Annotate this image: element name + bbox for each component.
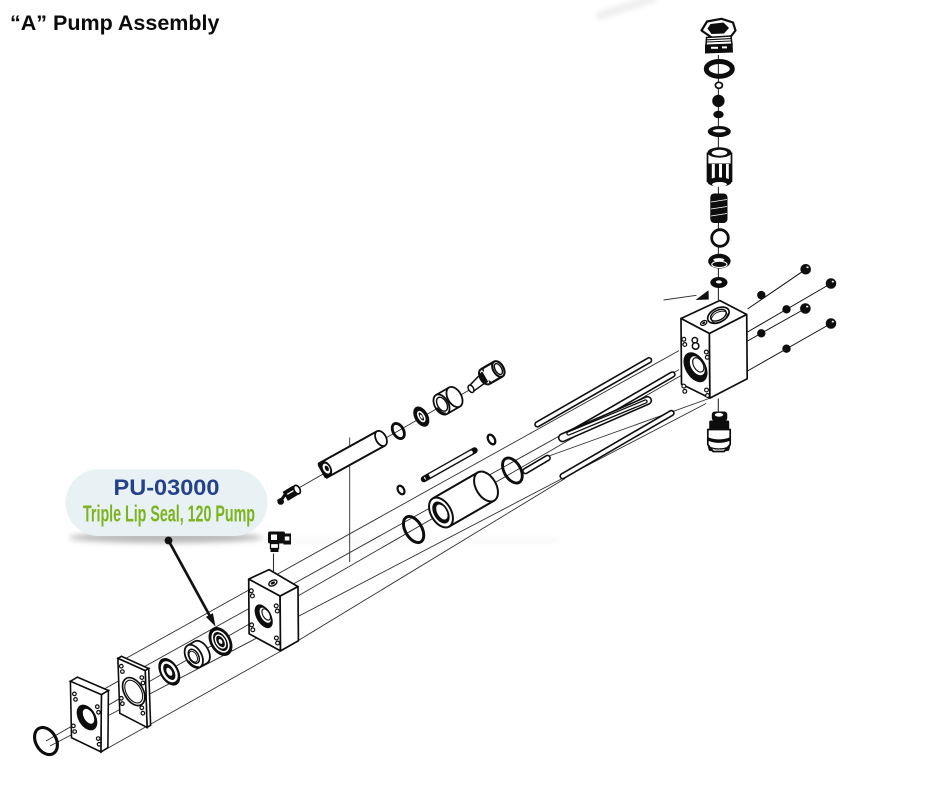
svg-text:PU-03000: PU-03000 [114,475,220,500]
svg-text:Triple Lip Seal, 120 Pump: Triple Lip Seal, 120 Pump [83,500,255,526]
svg-text:“A” Pump Assembly: “A” Pump Assembly [10,11,220,35]
